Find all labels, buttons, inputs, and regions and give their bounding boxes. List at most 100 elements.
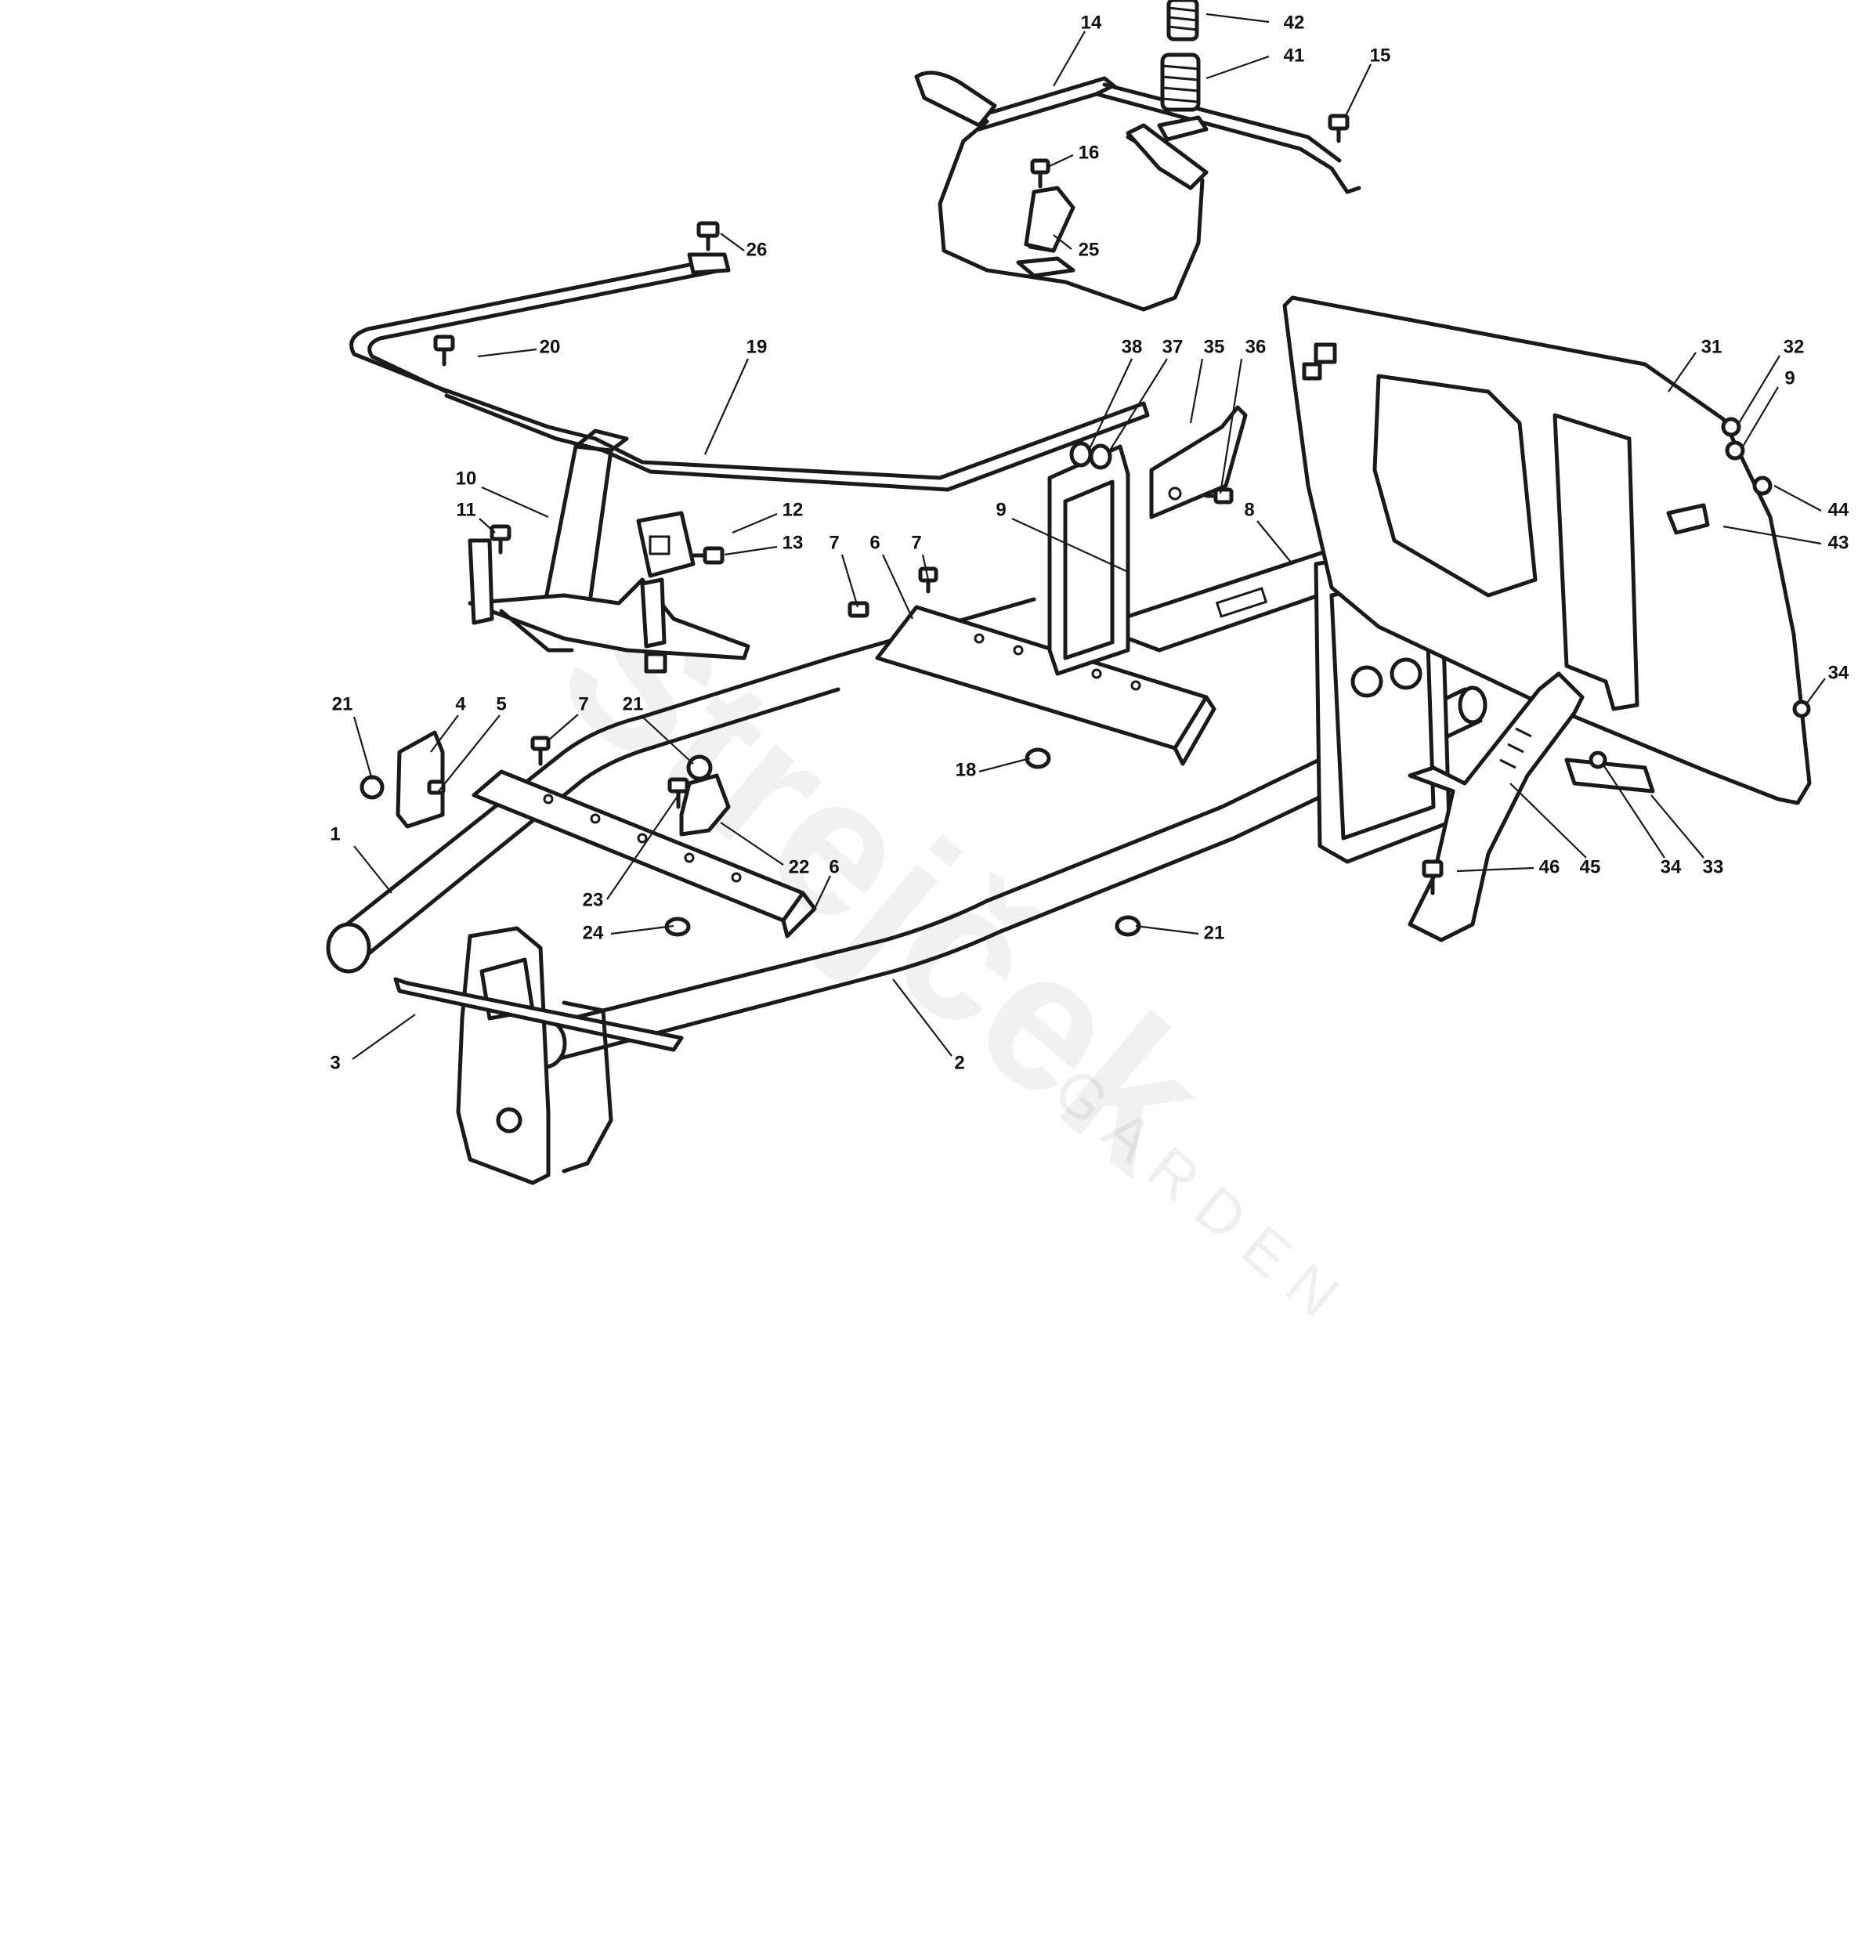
callout-leader-c7c bbox=[548, 714, 579, 741]
callout-label-c7b: 7 bbox=[911, 532, 921, 553]
rear-pillar-part-9-bracket bbox=[1047, 444, 1130, 676]
screw-part-9-panel bbox=[1725, 440, 1745, 461]
lever-bracket-part-45 bbox=[1408, 671, 1585, 942]
callout-label-c44: 44 bbox=[1828, 499, 1849, 520]
screw-part-34-top bbox=[1792, 700, 1811, 718]
callout-leader-c34b bbox=[1603, 765, 1665, 859]
callout-label-c7a: 7 bbox=[829, 532, 839, 553]
callout-leader-c12 bbox=[732, 512, 778, 534]
callout-leader-c15 bbox=[1345, 63, 1372, 117]
callout-leader-c3 bbox=[352, 1014, 416, 1060]
callout-leader-c4 bbox=[430, 714, 459, 753]
callout-leader-c34a bbox=[1805, 678, 1826, 706]
callout-leader-c20 bbox=[477, 348, 537, 358]
callout-leader-c42 bbox=[1205, 13, 1270, 24]
callout-label-c38: 38 bbox=[1122, 336, 1143, 357]
callout-label-c1: 1 bbox=[330, 823, 340, 844]
nut-part-21-center bbox=[686, 754, 713, 781]
callout-label-c21b: 21 bbox=[623, 693, 644, 714]
callout-leader-c19 bbox=[703, 358, 750, 455]
seat-frame-part-14 bbox=[914, 71, 1361, 312]
callout-leader-c36 bbox=[1219, 358, 1243, 494]
callout-leader-c14 bbox=[1053, 31, 1086, 87]
bracket-part-4 bbox=[396, 730, 445, 829]
callout-leader-c10 bbox=[481, 486, 549, 519]
callout-label-c15: 15 bbox=[1370, 45, 1391, 66]
callout-leader-c9a bbox=[1742, 386, 1779, 447]
bolt-part-15 bbox=[1328, 114, 1350, 143]
callout-leader-c1 bbox=[353, 845, 392, 894]
callout-label-c25: 25 bbox=[1079, 239, 1100, 260]
callout-label-c3: 3 bbox=[330, 1052, 340, 1073]
callout-label-c9a: 9 bbox=[1784, 367, 1795, 389]
bracket-part-12 bbox=[636, 511, 696, 578]
callout-leader-c21a bbox=[352, 716, 374, 780]
callout-label-c2: 2 bbox=[954, 1052, 964, 1073]
bolt-part-46 bbox=[1422, 859, 1444, 895]
callout-leader-c21c bbox=[1135, 924, 1199, 935]
callout-leader-c46 bbox=[1456, 866, 1534, 873]
callout-label-c31: 31 bbox=[1701, 336, 1722, 357]
callout-label-c46: 46 bbox=[1539, 856, 1560, 877]
callout-leader-c13 bbox=[724, 545, 778, 556]
callout-leader-c11 bbox=[479, 518, 496, 533]
callout-label-c11: 11 bbox=[456, 499, 475, 520]
callout-leader-c8 bbox=[1256, 520, 1293, 565]
callout-label-c20: 20 bbox=[540, 336, 561, 357]
callout-leader-c6b bbox=[814, 875, 831, 909]
callout-label-c22: 22 bbox=[789, 856, 810, 877]
bolt-part-13 bbox=[691, 546, 725, 565]
spring-part-42 bbox=[1166, 0, 1199, 42]
callout-leader-c22 bbox=[720, 822, 784, 866]
callout-label-c9b: 9 bbox=[996, 499, 1006, 520]
callout-leader-c18 bbox=[978, 757, 1031, 773]
callout-label-c43: 43 bbox=[1828, 532, 1849, 553]
callout-leader-c7b bbox=[921, 554, 930, 580]
rear-panel-part-31 bbox=[1282, 295, 1812, 805]
dash-arch-part-19 bbox=[349, 252, 1150, 492]
callout-leader-c7a bbox=[840, 554, 859, 608]
callout-leader-c31 bbox=[1668, 352, 1697, 392]
callout-label-c33: 33 bbox=[1703, 856, 1724, 877]
callout-leader-c24 bbox=[610, 924, 674, 935]
screw-part-32 bbox=[1721, 417, 1741, 437]
callout-label-c13: 13 bbox=[783, 532, 804, 553]
callout-leader-c9b bbox=[1011, 518, 1129, 573]
bolt-part-7-rear-left bbox=[848, 601, 869, 618]
callout-label-c5: 5 bbox=[496, 693, 506, 714]
callout-leader-c35 bbox=[1189, 358, 1204, 424]
callout-label-c7c: 7 bbox=[578, 693, 588, 714]
callout-label-c35: 35 bbox=[1204, 336, 1225, 357]
callout-label-c10: 10 bbox=[456, 468, 477, 489]
washers-part-37-38 bbox=[1069, 441, 1112, 470]
callout-leader-c45 bbox=[1509, 783, 1587, 859]
screw-part-44 bbox=[1752, 476, 1773, 496]
callout-leader-c32 bbox=[1738, 355, 1780, 424]
callout-label-c21c: 21 bbox=[1204, 922, 1225, 943]
callout-leader-c44 bbox=[1773, 485, 1822, 512]
callout-label-c6a: 6 bbox=[869, 532, 880, 553]
callout-label-c37: 37 bbox=[1162, 336, 1184, 357]
callout-leader-c43 bbox=[1722, 525, 1822, 545]
callout-label-c16: 16 bbox=[1079, 142, 1100, 163]
callout-label-c32: 32 bbox=[1784, 336, 1805, 357]
bolt-part-16 bbox=[1030, 158, 1050, 189]
callout-leader-c41 bbox=[1205, 55, 1270, 80]
bolt-part-7-front bbox=[530, 736, 551, 766]
nut-part-21-right bbox=[1115, 915, 1141, 937]
callout-label-c45: 45 bbox=[1580, 856, 1601, 877]
callout-leader-c25 bbox=[1053, 234, 1072, 250]
callout-label-c36: 36 bbox=[1245, 336, 1267, 357]
bolt-part-11 bbox=[490, 524, 511, 555]
front-bracket-part-3 bbox=[393, 926, 684, 1185]
steering-column-part-10 bbox=[468, 429, 750, 674]
callout-label-c34b: 34 bbox=[1661, 856, 1682, 877]
frame-rail-part-1 bbox=[326, 597, 1036, 974]
callout-leader-c6a bbox=[882, 554, 913, 620]
callout-leader-c33 bbox=[1650, 794, 1704, 859]
callout-leader-c37 bbox=[1108, 358, 1168, 454]
callout-leader-c2 bbox=[892, 978, 952, 1057]
bolt-part-26 bbox=[696, 221, 720, 251]
callout-leader-c21b bbox=[642, 716, 694, 765]
